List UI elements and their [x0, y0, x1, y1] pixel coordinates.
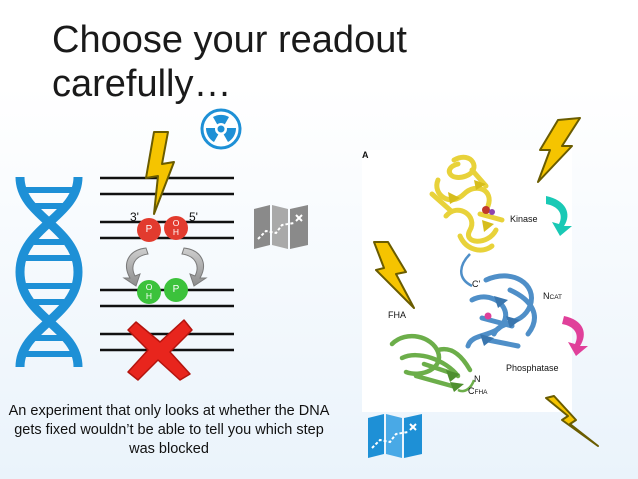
n-label: N [474, 374, 481, 384]
phosphate-bottom-label: P [172, 284, 180, 295]
lightning-icon [145, 131, 175, 215]
oh-top-o: O [172, 218, 180, 228]
map-icon [254, 205, 308, 249]
oh-bottom-o: O [145, 282, 153, 292]
cfha-label-sub: FHA [474, 389, 488, 396]
phosphate-circle-top: P [137, 218, 161, 242]
cfha-label-main: C [468, 386, 475, 396]
hydroxyl-circle-top: O H [164, 216, 188, 240]
phosphate-top-label: P [145, 224, 153, 235]
slide-title: Choose your readout carefully… [52, 18, 472, 106]
title-line-1: Choose your readout [52, 19, 407, 61]
pink-arrow-icon [562, 316, 588, 356]
map-icon [368, 414, 422, 458]
ncat-label-main: N [543, 291, 550, 301]
oh-top-h: H [172, 227, 180, 237]
cycle-arrows-icon [122, 247, 208, 287]
radiation-icon [200, 108, 242, 150]
c-prime-label: C' [472, 279, 481, 289]
lightning-icon [545, 395, 599, 447]
lightning-icon [537, 117, 581, 183]
lightning-icon [373, 241, 415, 309]
kinase-label: Kinase [510, 214, 538, 224]
title-line-2: carefully… [52, 63, 232, 105]
protein-ribbon-diagram [389, 154, 537, 393]
dna-helix-icon [15, 176, 83, 368]
ncat-label: NCAT [543, 291, 562, 301]
hydroxyl-circle-bottom: O H [137, 280, 161, 304]
red-x-icon [127, 319, 193, 381]
oh-bottom-h: H [145, 291, 153, 301]
panel-label: A [362, 150, 369, 160]
label-5prime: 5' [189, 210, 198, 224]
fha-label: FHA [388, 310, 406, 320]
cfha-label: CFHA [468, 386, 488, 396]
label-3prime: 3' [130, 210, 139, 224]
phosphatase-label: Phosphatase [506, 363, 559, 373]
slide-caption: An experiment that only looks at whether… [8, 403, 330, 457]
phosphate-circle-bottom: P [164, 278, 188, 302]
teal-arrow-icon [546, 196, 572, 236]
ncat-label-sub: CAT [549, 294, 563, 301]
